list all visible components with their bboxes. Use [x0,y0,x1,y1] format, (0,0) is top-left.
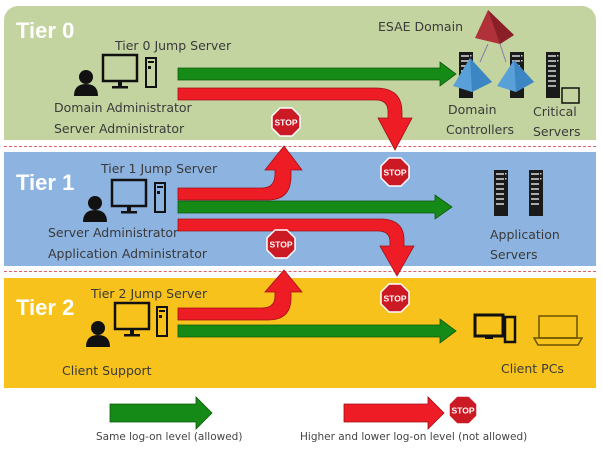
stop-sign-icon [380,157,410,187]
esae-domain-pyramid-icon [475,10,514,44]
tier-1-title: Tier 1 [16,170,75,195]
tier-1-down-blocked-arrow [177,218,415,277]
esae-domain-label: ESAE Domain [378,19,463,34]
tier-divider-1-2 [4,271,596,272]
client-laptop-icon [532,315,584,346]
tier-0-allowed-arrow [177,61,457,87]
domain-controller-pyramid-icon-2 [497,60,534,92]
tier-2-admin-person-icon [86,321,110,347]
tier-2-jump-server-label: Tier 2 Jump Server [91,286,208,301]
legend-blocked-arrow [343,396,445,430]
stop-sign-icon [271,107,301,137]
tier-0-title: Tier 0 [16,18,75,43]
critical-server-badge-icon [561,87,580,104]
legend-not-allowed-label: Higher and lower log-on level (not allow… [300,431,528,443]
tier-2-jump-monitor-icon [113,301,151,338]
domain-controllers-label-1: Domain [448,102,497,117]
application-servers-label-1: Application [490,227,560,242]
application-server-icon-1 [494,170,508,216]
tier-2-jump-tower-icon [156,306,168,337]
tier-1-up-blocked-arrow [177,145,303,201]
esae-link-line-1 [479,43,489,63]
critical-servers-label-2: Servers [533,124,581,139]
tier-0-jump-server-label: Tier 0 Jump Server [115,38,232,53]
stop-sign-icon [380,283,410,313]
tier-1-jump-monitor-icon [110,178,148,215]
tier-0-role-server-admin: Server Administrator [54,121,185,136]
tier-0-jump-tower-icon [145,57,157,88]
client-desktop-icon [473,313,517,344]
tier-1-allowed-arrow [177,194,453,220]
tier-0-jump-monitor-icon [101,53,139,90]
client-pcs-label: Client PCs [501,361,564,376]
tier-2-role-client-support: Client Support [62,363,152,378]
tier-1-role-app-admin: Application Administrator [48,246,208,261]
domain-controllers-label-2: Controllers [446,122,514,137]
tier-1-role-server-admin: Server Administrator [48,225,179,240]
tier-2-allowed-arrow [177,318,457,344]
tier-1-jump-server-label: Tier 1 Jump Server [101,161,218,176]
domain-controller-pyramid-icon-1 [453,58,492,92]
critical-server-icon [546,52,560,98]
esae-link-line-2 [499,43,507,63]
tier-1-admin-person-icon [83,196,107,222]
application-servers-label-2: Servers [490,247,538,262]
tier-2-title: Tier 2 [16,295,75,320]
tier-2-up-blocked-arrow [177,269,303,321]
legend-stop-sign-icon [448,395,478,425]
tier-0-down-blocked-arrow [177,87,413,151]
stop-sign-icon [266,229,296,259]
tier-divider-0-1 [4,146,596,147]
tier-0-admin-person-icon [74,70,98,96]
critical-servers-label-1: Critical [533,104,577,119]
legend-allowed-arrow [109,396,213,430]
application-server-icon-2 [529,170,543,216]
tier-1-jump-tower-icon [154,182,166,213]
legend-allowed-label: Same log-on level (allowed) [96,431,243,443]
tier-0-role-domain-admin: Domain Administrator [54,100,192,115]
